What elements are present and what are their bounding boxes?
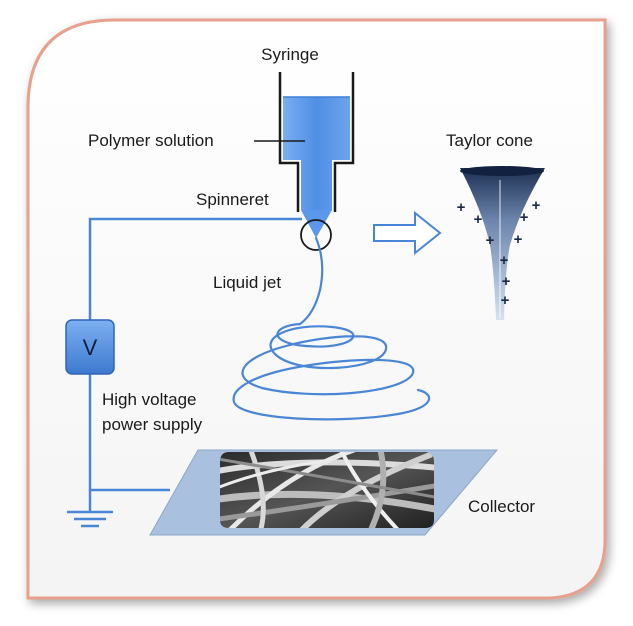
label-liquid-jet: Liquid jet — [213, 273, 281, 292]
label-spinneret: Spinneret — [196, 190, 269, 209]
voltmeter-label: V — [83, 335, 98, 360]
label-power-supply-line2: power supply — [102, 415, 203, 434]
label-power-supply-line1: High voltage — [102, 390, 197, 409]
taylor-cone — [460, 166, 545, 320]
charge-plus: + — [457, 199, 466, 216]
label-collector: Collector — [468, 497, 535, 516]
charge-plus: + — [501, 292, 510, 309]
charge-plus: + — [532, 197, 541, 214]
arrow-icon — [373, 210, 442, 256]
circuit-wire — [67, 217, 302, 528]
charge-plus: + — [500, 252, 509, 269]
charge-plus: + — [514, 231, 523, 248]
charge-plus: + — [502, 273, 511, 290]
label-taylor-cone: Taylor cone — [446, 131, 533, 150]
fiber-image — [220, 452, 434, 528]
syringe — [278, 72, 355, 251]
liquid-jet — [232, 236, 431, 421]
spinneret-highlight — [300, 219, 332, 251]
label-polymer-solution: Polymer solution — [88, 131, 214, 150]
charge-markers: + + + + + + + + + — [457, 197, 541, 309]
label-syringe: Syringe — [261, 45, 319, 64]
charge-plus: + — [486, 232, 495, 249]
charge-plus: + — [474, 211, 483, 228]
voltmeter: V — [65, 319, 115, 375]
charge-plus: + — [520, 209, 529, 226]
